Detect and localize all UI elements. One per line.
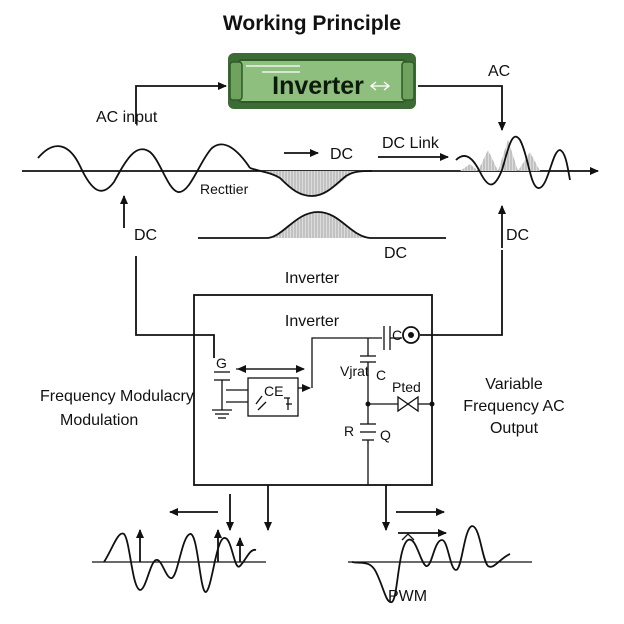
dc-left-label: DC bbox=[134, 227, 157, 244]
ac-output-wave bbox=[455, 135, 571, 189]
inverter-circuit-box bbox=[193, 294, 433, 486]
var-out-label-1: Variable bbox=[485, 376, 543, 393]
ce-label: CE bbox=[264, 383, 283, 399]
ac-input-arrow bbox=[135, 82, 227, 124]
c2-label: C bbox=[376, 367, 386, 383]
output-terminal bbox=[402, 326, 420, 344]
right-output-wire bbox=[420, 250, 503, 336]
var-out-label-3: Output bbox=[490, 420, 539, 437]
v-label: Vjrat bbox=[340, 363, 369, 379]
rectified-dip bbox=[262, 171, 362, 196]
inverter-inner-label: Inverter bbox=[285, 313, 340, 330]
dc-mid-label: DC bbox=[384, 245, 407, 262]
dc-link-label: DC Link bbox=[382, 135, 440, 152]
p-label: Pted bbox=[392, 379, 421, 395]
diagram-title: Working Principle bbox=[223, 12, 401, 35]
c-cap-label: C bbox=[392, 327, 402, 343]
ac-input-wave bbox=[37, 143, 251, 193]
inverter-block: AC Inverter bbox=[228, 53, 416, 109]
dc-middle-wave bbox=[272, 212, 366, 238]
modulation-waveform bbox=[92, 529, 266, 593]
pwm-label: PWM bbox=[388, 588, 427, 605]
q-label: Q bbox=[380, 427, 391, 443]
g-label: G bbox=[216, 355, 227, 371]
var-out-label-2: Frequency AC bbox=[463, 398, 564, 415]
left-feed-wire bbox=[135, 256, 215, 358]
pwm-waveform bbox=[348, 525, 532, 603]
dc-arrow-label: DC bbox=[330, 146, 353, 163]
ac-top-label: AC bbox=[488, 63, 510, 80]
dc-right-label: DC bbox=[506, 227, 529, 244]
ac-input-label: AC input bbox=[96, 109, 158, 126]
freq-mod-label-2: Modulation bbox=[60, 412, 138, 429]
inverter-outer-label: Inverter bbox=[285, 270, 340, 287]
ac-output-arrow bbox=[418, 85, 506, 131]
inverter-block-title: Inverter bbox=[272, 72, 364, 100]
freq-mod-label-1: Frequency Modulacry bbox=[40, 388, 194, 405]
r-label: R bbox=[344, 423, 354, 439]
rectifier-label: Recttier bbox=[200, 181, 249, 197]
inverter-circuit: G CE C Vjrat C bbox=[212, 326, 435, 485]
